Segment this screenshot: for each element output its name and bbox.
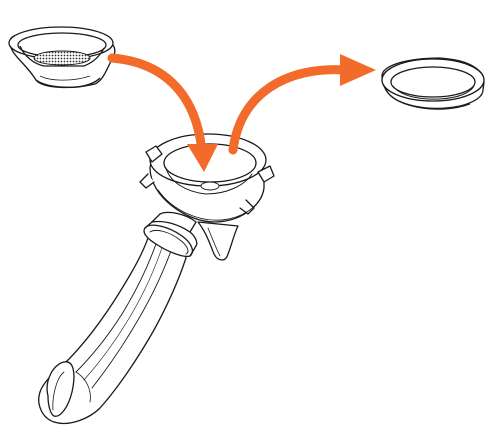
filter-basket-icon [9,27,115,87]
gasket-ring-icon [382,58,484,109]
arrow-remove-icon [233,54,376,150]
portafilter-spout [198,222,238,260]
portafilter-icon [39,134,274,423]
